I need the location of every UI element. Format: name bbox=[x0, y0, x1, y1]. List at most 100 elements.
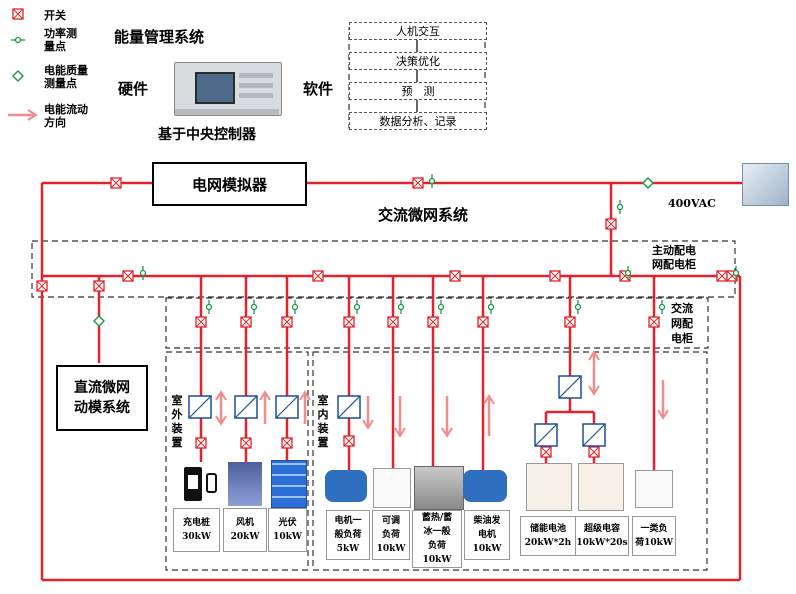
power-meter-feeder-7 bbox=[574, 300, 582, 314]
dc-microgrid-line1: 直流微网 bbox=[74, 380, 130, 396]
switch-top-2 bbox=[605, 218, 617, 230]
converter-supercap bbox=[582, 423, 606, 447]
legend-quality-point-line1: 电能质量 bbox=[44, 64, 88, 77]
converter-battery bbox=[534, 423, 558, 447]
charging-pile-image bbox=[180, 465, 218, 505]
diesel-generator-image bbox=[463, 470, 507, 502]
dc-microgrid-box: 直流微网 动模系统 bbox=[56, 365, 148, 431]
quality-point-grid bbox=[642, 177, 654, 189]
class1-name-1: 一类负 bbox=[640, 524, 668, 534]
switch-feeder-6 bbox=[477, 316, 489, 328]
arrow-wind bbox=[259, 390, 271, 424]
ems-software-label: 软件 bbox=[303, 80, 334, 98]
ac-cabinet-line1: 交流 bbox=[671, 302, 693, 315]
wind-power: 20kW bbox=[230, 532, 260, 542]
software-layer-optimization: 决策优化 bbox=[349, 52, 487, 70]
arrow-pv bbox=[299, 390, 311, 424]
device-label-class1: 一类负 荷10kW bbox=[632, 516, 676, 556]
converter-storage bbox=[558, 375, 582, 399]
power-meter-3 bbox=[732, 266, 740, 280]
ems-hardware-label: 硬件 bbox=[118, 80, 149, 98]
legend-flow-label: 电能流动 方向 bbox=[44, 103, 88, 129]
adjustable-power: 10kW bbox=[376, 544, 406, 554]
thermal-storage-image bbox=[414, 466, 464, 510]
software-layer-hmi: 人机交互 bbox=[349, 22, 487, 40]
arrow-storage bbox=[588, 350, 600, 396]
switch-feeder-7 bbox=[564, 316, 576, 328]
converter-motor bbox=[337, 395, 361, 419]
power-meter-1 bbox=[139, 266, 147, 280]
arrow-diesel bbox=[483, 394, 495, 436]
active-cabinet-line2: 网配电柜 bbox=[652, 258, 696, 271]
switch-low-2 bbox=[281, 437, 293, 449]
battery-name: 储能电池 bbox=[529, 524, 566, 534]
power-meter-4 bbox=[616, 200, 624, 214]
device-label-charger: 充电桩 30kW bbox=[173, 508, 220, 552]
grid-simulator-box: 电网模拟器 bbox=[152, 162, 307, 206]
arrow-thermal bbox=[441, 396, 453, 438]
arrow-motor bbox=[362, 396, 374, 430]
indoor-zone-frame bbox=[312, 351, 708, 571]
legend-power-meter-icon bbox=[11, 36, 25, 44]
ems-title: 能量管理系统 bbox=[114, 28, 205, 46]
legend-switch-label: 开关 bbox=[44, 9, 66, 22]
pv-name: 光伏 bbox=[278, 518, 297, 528]
legend-switch-icon bbox=[12, 8, 24, 20]
ac-cabinet-line3: 电柜 bbox=[671, 332, 693, 345]
switch-top-4 bbox=[93, 280, 105, 292]
battery-rating: 20kW*2h bbox=[524, 538, 572, 548]
device-label-wind: 风机 20kW bbox=[223, 508, 267, 552]
device-label-battery: 储能电池 20kW*2h bbox=[520, 516, 576, 556]
adjustable-name-2: 负荷 bbox=[381, 530, 400, 540]
power-meter-feeder-2 bbox=[291, 300, 299, 314]
switch-top-3 bbox=[36, 280, 48, 292]
switch-top-5 bbox=[122, 270, 134, 282]
legend-power-point-line2: 量点 bbox=[44, 40, 66, 53]
switch-feeder-5 bbox=[427, 316, 439, 328]
motor-name-2: 般负荷 bbox=[334, 530, 362, 540]
legend-power-point-line1: 功率测 bbox=[44, 27, 77, 40]
thermal-power: 10kW bbox=[422, 555, 452, 565]
device-label-supercap: 超级电容 10kW*20s bbox=[575, 516, 629, 556]
arrow-class1 bbox=[657, 380, 669, 420]
grid-tower-icon bbox=[742, 163, 789, 206]
arrow-charger bbox=[215, 390, 227, 426]
device-label-adjustable: 可调 负荷 10kW bbox=[372, 510, 410, 560]
power-meter-feeder-3 bbox=[353, 300, 361, 314]
switch-top-6 bbox=[312, 270, 324, 282]
active-cabinet-line1: 主动配电 bbox=[652, 244, 696, 257]
power-meter-feeder-0 bbox=[205, 300, 213, 314]
switch-feeder-2 bbox=[281, 316, 293, 328]
class1-load-image bbox=[635, 470, 673, 508]
charger-name: 充电桩 bbox=[182, 518, 210, 528]
software-layer-data: 数据分析、记录 bbox=[349, 112, 487, 130]
converter-wind bbox=[234, 395, 258, 419]
thermal-name-2: 冰一般 bbox=[423, 527, 451, 537]
supercap-image bbox=[578, 463, 624, 511]
pv-panel-image bbox=[271, 460, 307, 508]
pv-power: 10kW bbox=[273, 532, 302, 542]
switch-feeder-8 bbox=[648, 316, 660, 328]
wind-name: 风机 bbox=[235, 518, 254, 528]
legend-quality-point-label: 电能质量 测量点 bbox=[44, 64, 88, 90]
ac-microgrid-label: 交流微网系统 bbox=[378, 206, 469, 224]
active-distribution-cabinet-frame bbox=[31, 240, 736, 298]
central-controller-label: 基于中央控制器 bbox=[158, 127, 256, 143]
software-layer-forecast: 预 测 bbox=[349, 82, 487, 100]
thermal-name-1: 蓄热/蓄 bbox=[421, 513, 453, 523]
switch-top-8 bbox=[549, 270, 561, 282]
device-label-diesel: 柴油发 电机 10kW bbox=[464, 510, 510, 560]
adjustable-load-image bbox=[373, 468, 411, 508]
thermal-name-3: 负荷 bbox=[427, 541, 446, 551]
legend-power-point-label: 功率测 量点 bbox=[44, 27, 77, 53]
power-meter-feeder-6 bbox=[487, 300, 495, 314]
dc-microgrid-line2: 动模系统 bbox=[74, 400, 130, 416]
motor-name-1: 电机一 bbox=[334, 516, 362, 526]
switch-top-10 bbox=[716, 270, 728, 282]
device-label-pv: 光伏 10kW bbox=[268, 508, 307, 552]
diesel-power: 10kW bbox=[472, 544, 502, 554]
voltage-label: 400VAC bbox=[668, 197, 716, 210]
switch-top-7 bbox=[449, 270, 461, 282]
power-meter-feeder-5 bbox=[437, 300, 445, 314]
